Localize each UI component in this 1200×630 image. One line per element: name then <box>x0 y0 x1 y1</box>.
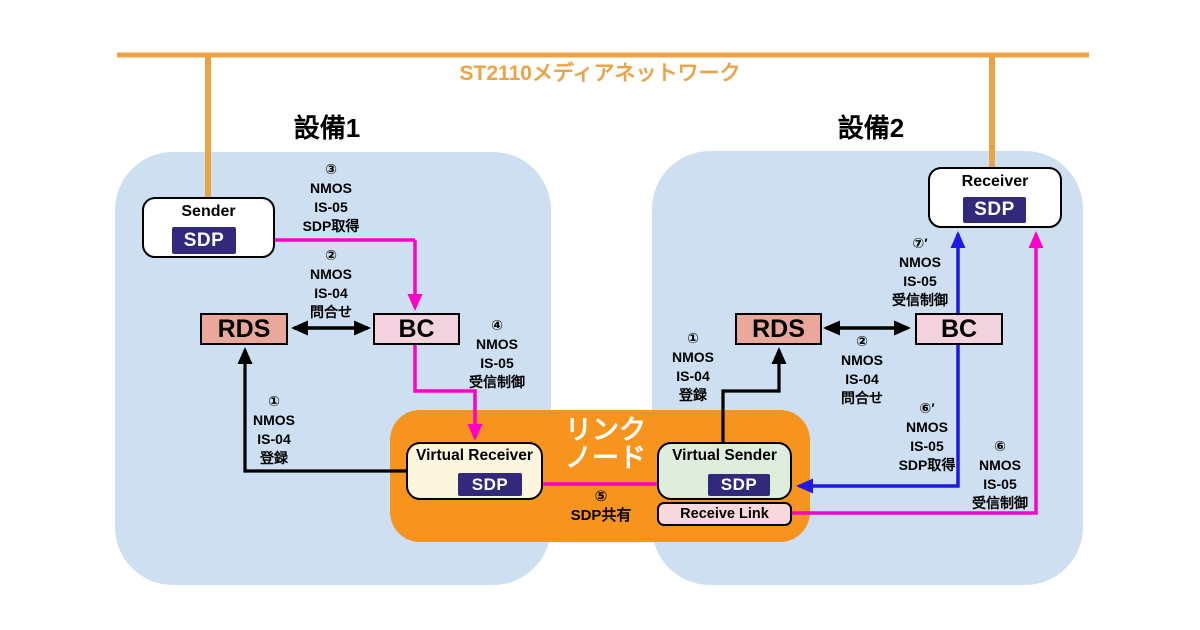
arrow-step1-register-f1 <box>237 347 406 473</box>
link-node-label: リンク ノード <box>565 415 646 473</box>
step6-label: ⑥ NMOS IS-05 受信制御 <box>972 438 1028 511</box>
arrow-step6-receive-control <box>792 231 1044 515</box>
receiver-sdp-badge: SDP <box>963 197 1026 223</box>
rds1-box: RDS <box>200 313 288 345</box>
step6p-label: ⑥′ NMOS IS-05 SDP取得 <box>898 400 956 473</box>
step2-label-f2: ② NMOS IS-04 問合せ <box>841 333 883 406</box>
step5-label: ⑤ SDP共有 <box>570 488 632 524</box>
bc2-box: BC <box>915 313 1003 345</box>
rds2-box: RDS <box>735 313 822 345</box>
network-title: ST2110メディアネットワーク <box>459 62 741 85</box>
step3-label: ③ NMOS IS-05 SDP取得 <box>302 161 360 234</box>
facility1-label: 設備1 <box>293 113 361 143</box>
bc1-box: BC <box>373 313 460 345</box>
virtual-receiver-label: Virtual Receiver <box>416 447 533 464</box>
sender-box: Sender SDP <box>142 197 275 258</box>
virtual-receiver-box: Virtual Receiver SDP <box>406 442 543 500</box>
step1-label-f1: ① NMOS IS-04 登録 <box>253 393 295 466</box>
step1-label-f2: ① NMOS IS-04 登録 <box>672 330 714 403</box>
virtual-sender-box: Virtual Sender SDP <box>657 442 792 500</box>
receiver-label: Receiver <box>961 173 1029 190</box>
receive-link-box: Receive Link <box>657 502 792 526</box>
sender-sdp-badge: SDP <box>172 227 236 254</box>
arrow-step6p-sdp-fetch <box>796 345 960 494</box>
arrow-step1-register-f2 <box>721 347 787 443</box>
step2-label-f1: ② NMOS IS-04 問合せ <box>310 247 352 320</box>
step7p-label: ⑦′ NMOS IS-05 受信制御 <box>892 235 948 308</box>
step4-label: ④ NMOS IS-05 受信制御 <box>469 317 525 390</box>
arrow-step4-receive-control <box>413 345 483 441</box>
virtual-sender-sdp-badge: SDP <box>708 474 770 496</box>
virtual-sender-label: Virtual Sender <box>672 447 777 464</box>
facility2-label: 設備2 <box>837 113 905 143</box>
receiver-box: Receiver SDP <box>928 167 1062 228</box>
virtual-receiver-sdp-badge: SDP <box>458 473 522 496</box>
sender-label: Sender <box>181 203 236 220</box>
